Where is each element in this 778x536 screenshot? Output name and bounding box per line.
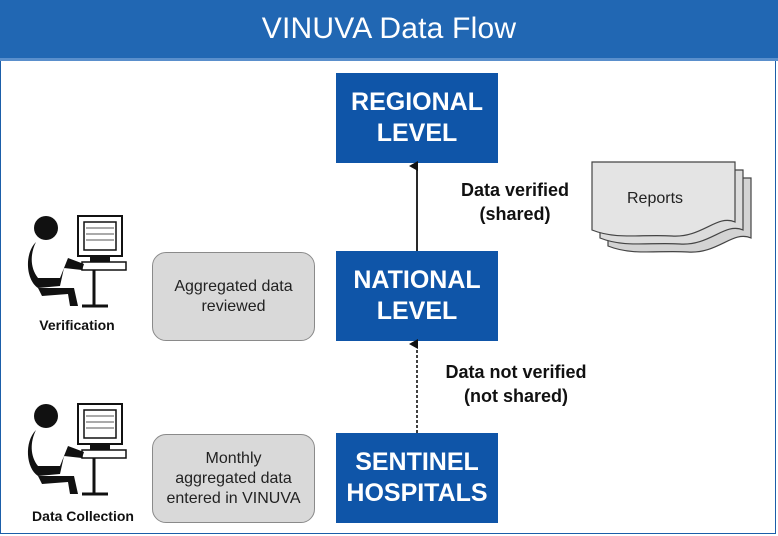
regional-level-box: REGIONAL LEVEL — [336, 73, 498, 163]
person-at-computer-icon — [27, 215, 127, 308]
person-at-computer-icon — [27, 403, 127, 496]
header-divider — [0, 58, 778, 61]
sentinel-hospitals-box: SENTINEL HOSPITALS — [336, 433, 498, 523]
verification-label: Verification — [39, 317, 115, 333]
data-not-verified-label: Data not verified (not shared) — [445, 362, 587, 406]
data-verified-label: Data verified (shared) — [460, 180, 570, 224]
national-level-box: NATIONAL LEVEL — [336, 251, 498, 341]
data-collection-label: Data Collection — [32, 508, 134, 524]
reports-label: Reports — [627, 190, 684, 207]
aggregated-data-reviewed-note: Aggregated data reviewed — [152, 252, 315, 341]
diagram-title: VINUVA Data Flow — [0, 0, 778, 58]
reports-document-icon — [591, 161, 752, 253]
monthly-data-entered-note: Monthly aggregated data entered in VINUV… — [152, 434, 315, 523]
